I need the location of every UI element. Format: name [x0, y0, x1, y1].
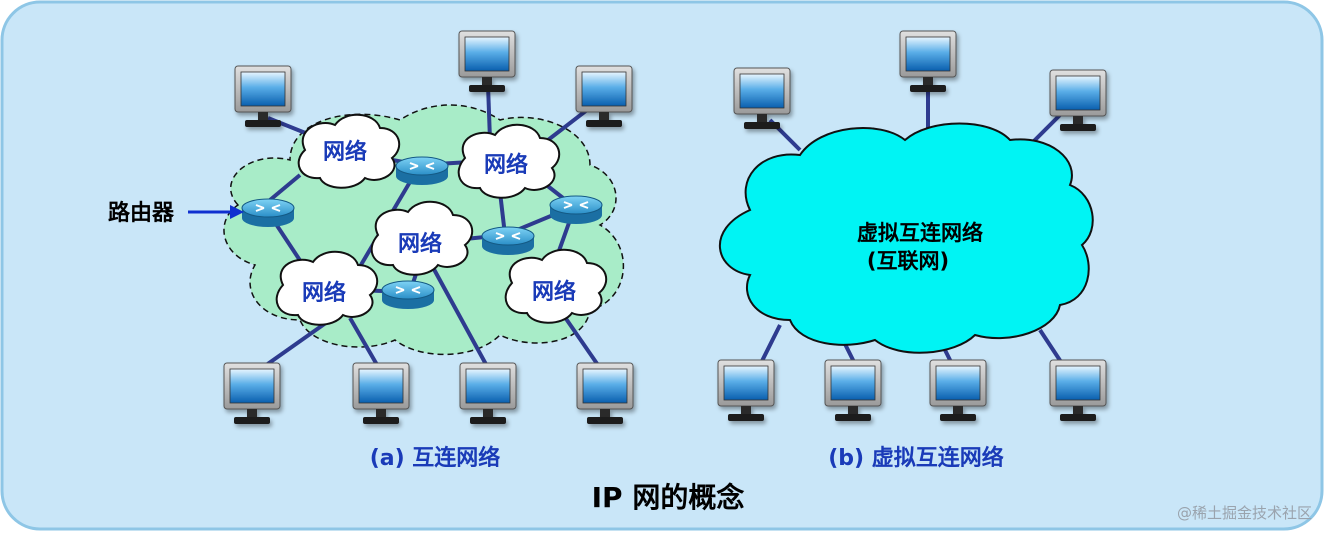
watermark: @稀土掘金技术社区	[1176, 504, 1312, 522]
caption-left: (a) 互连网络	[370, 445, 501, 471]
internet-diagram-right: 虚拟互连网络 (互联网)	[719, 90, 1094, 371]
internet-diagram-left: 网络 网络 网络 网络 网络	[108, 84, 625, 371]
computer-icon	[717, 359, 775, 421]
computer-icon	[575, 65, 633, 127]
caption-right: (b) 虚拟互连网络	[828, 445, 1004, 471]
router-label: 路由器	[108, 200, 175, 226]
network-cloud: 网络	[297, 113, 401, 189]
computer-icon	[824, 359, 882, 421]
network-label: 网络	[323, 139, 367, 165]
network-label: 网络	[532, 279, 576, 305]
computers	[223, 30, 1107, 424]
virtual-cloud	[719, 122, 1094, 354]
computer-icon	[1049, 359, 1107, 421]
network-label: 网络	[484, 152, 528, 178]
router-icon	[241, 198, 295, 227]
router-icon	[481, 226, 535, 255]
network-label: 网络	[302, 280, 346, 306]
computer-icon	[733, 67, 791, 129]
network-cloud: 网络	[457, 123, 561, 199]
computer-icon	[576, 362, 634, 424]
computer-icon	[459, 362, 517, 424]
network-cloud: 网络	[275, 250, 379, 326]
computer-icon	[929, 359, 987, 421]
computer-icon	[899, 30, 957, 92]
network-cloud: 网络	[504, 248, 608, 324]
virtual-network-label: 虚拟互连网络	[857, 221, 983, 245]
computer-icon	[234, 65, 292, 127]
internet-label: (互联网)	[867, 249, 949, 273]
figure-title: IP 网的概念	[592, 481, 745, 514]
computer-icon	[458, 30, 516, 92]
computer-icon	[1049, 69, 1107, 131]
computer-icon	[352, 362, 410, 424]
router-icon	[395, 156, 449, 185]
router-icon	[549, 195, 603, 224]
arrow-icon	[188, 205, 244, 219]
network-label: 网络	[398, 231, 442, 257]
network-cloud: 网络	[370, 200, 474, 276]
router-icon	[381, 280, 435, 309]
computer-icon	[223, 362, 281, 424]
